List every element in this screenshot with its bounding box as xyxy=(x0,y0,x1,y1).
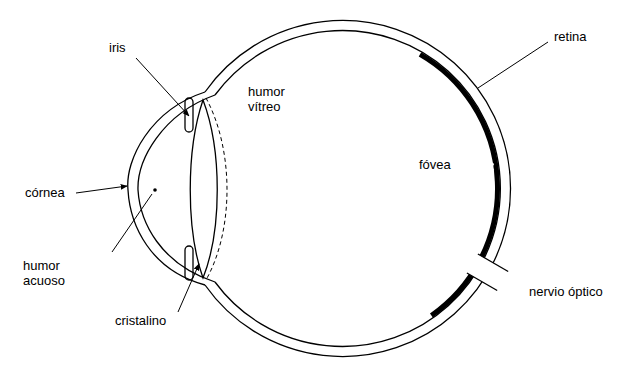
leader-line xyxy=(478,42,548,88)
part-label: córnea xyxy=(24,185,66,200)
leader-line xyxy=(112,194,152,252)
cornea-outline xyxy=(128,92,205,285)
lens-dashed xyxy=(206,98,227,280)
part-label: fóvea xyxy=(418,157,452,172)
iris-lower xyxy=(185,246,193,280)
leader-line xyxy=(76,186,127,193)
optic-nerve-edge xyxy=(467,273,497,291)
nerve-gap xyxy=(467,254,518,296)
part-label: retina xyxy=(553,29,588,44)
leader-line xyxy=(178,264,199,312)
lens-shape xyxy=(190,100,217,278)
part-label: nervio óptico xyxy=(528,284,604,299)
sclera-outline xyxy=(205,20,511,356)
fovea-pit xyxy=(492,163,494,171)
part-label: iris xyxy=(108,40,127,55)
part-label: humor vítreo xyxy=(247,84,305,114)
iris-upper xyxy=(185,98,193,132)
cornea-inner xyxy=(138,95,215,282)
leader-line xyxy=(136,58,189,116)
choroid-outline xyxy=(215,31,500,347)
part-label: humor acuoso xyxy=(22,258,80,288)
chamber-dot xyxy=(153,188,157,192)
optic-nerve-edge xyxy=(478,254,508,272)
part-label: cristalino xyxy=(114,313,167,328)
